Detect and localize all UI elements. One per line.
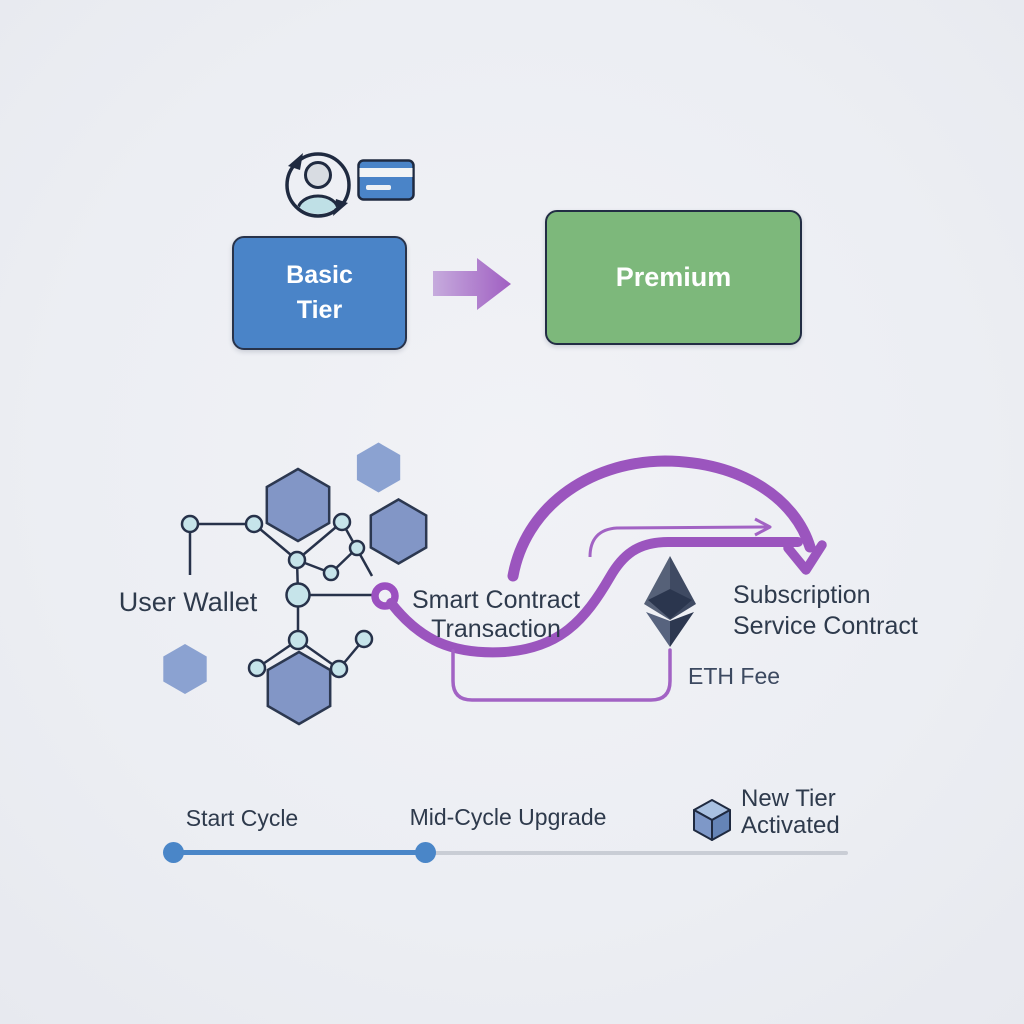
cycle-arrowhead-top [288,153,303,170]
network-node [287,550,307,570]
transaction-flow-section [0,420,1024,760]
user-subscription-cycle-icon [285,152,351,218]
hexagon-shape [163,644,207,694]
network-node [332,512,352,532]
tier-upgrade-section: Basic Tier Premium [0,0,1024,420]
wallet-network-hexagons [163,442,428,726]
inner-thin-arrow [588,525,769,558]
arc-arrowhead [783,540,827,575]
hexagon-shape [266,650,332,726]
timeline-section: Start Cycle Mid-Cycle Upgrade New Tier A… [0,760,1024,900]
user-wallet-label: User Wallet [118,587,258,617]
transaction-origin-ring [371,582,399,610]
eth-fee-label: ETH Fee [688,663,781,689]
subscription-service-contract-label: Subscription Service Contract [733,581,918,640]
network-node [244,514,264,534]
basic-tier-box: Basic Tier [232,236,407,350]
network-node [287,629,309,651]
hexagon-shape [265,467,331,543]
upgrade-arrow-icon [433,258,511,310]
card-stripe [359,168,413,177]
network-node [322,564,340,582]
network-node [247,658,267,678]
upgrade-arc-arrow [507,455,816,582]
network-node [285,582,311,608]
card-signature-line [366,185,391,190]
user-head [304,161,332,189]
network-node [348,539,366,557]
timeline-start-label: Start Cycle [185,805,299,831]
timeline-mid-label: Mid-Cycle Upgrade [409,804,607,830]
ethereum-logo-icon [644,556,696,647]
thin-arrowhead [754,517,772,537]
network-node [180,514,200,534]
network-node [329,659,349,679]
new-tier-cube-icon [693,799,731,841]
hexagon-shape [369,498,428,565]
eth-fee-bracket [451,648,672,702]
network-node [354,629,374,649]
transaction-flow-curve [386,537,803,658]
timeline-elapsed-line [173,850,425,855]
premium-tier-box: Premium [545,210,802,345]
timeline-start-dot [163,842,184,863]
hexagon-shape [356,442,401,493]
timeline-remaining-line [425,850,848,855]
timeline-end-label: New Tier Activated [741,785,840,839]
timeline-mid-dot [415,842,436,863]
transaction-flow-graphic [163,442,827,726]
credit-card-icon [357,159,415,201]
smart-contract-label: Smart Contract Transaction [411,586,581,643]
wallet-network-nodes [180,512,374,679]
